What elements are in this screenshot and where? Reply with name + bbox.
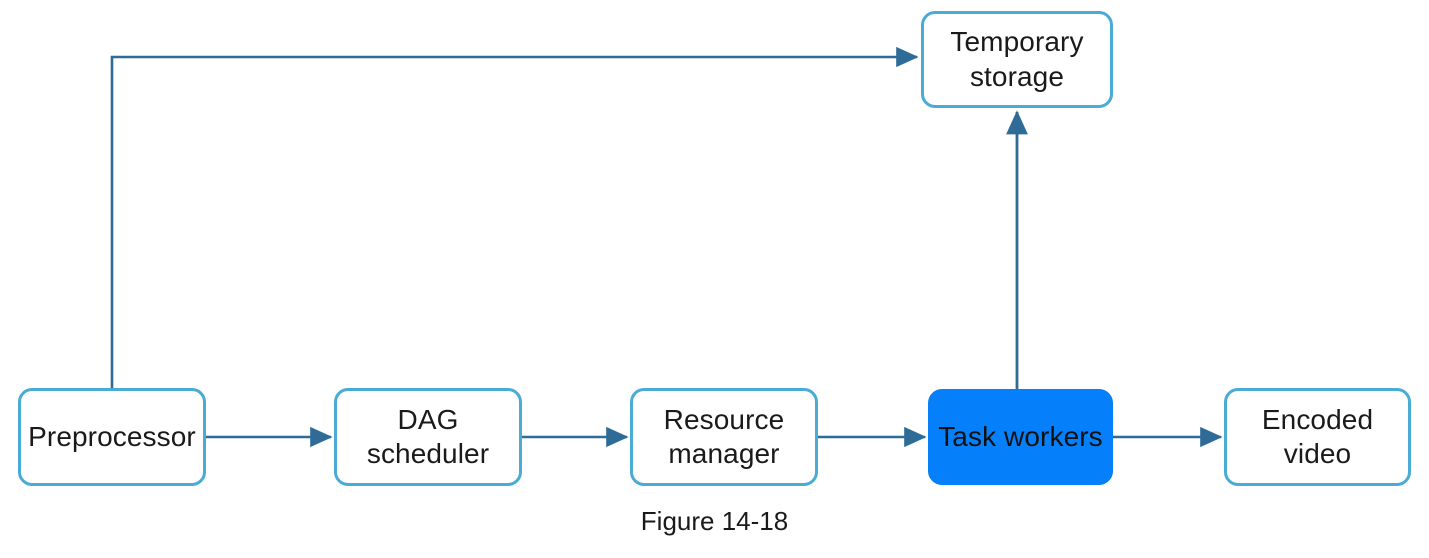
node-task-workers-label: Task workers bbox=[938, 420, 1103, 452]
node-resource-manager[interactable]: Resource manager bbox=[630, 388, 818, 486]
node-resource-manager-label: Resource manager bbox=[663, 403, 785, 469]
figure-caption: Figure 14-18 bbox=[640, 506, 789, 536]
node-dag-scheduler[interactable]: DAG scheduler bbox=[334, 388, 522, 486]
node-encoded-video-label: Encoded video bbox=[1261, 403, 1374, 469]
edge-preprocessor-to-temporary-storage bbox=[110, 46, 919, 388]
node-task-workers[interactable]: Task workers bbox=[928, 389, 1113, 485]
node-preprocessor-label: Preprocessor bbox=[28, 420, 196, 452]
node-temporary-storage-label: Temporary storage bbox=[950, 26, 1084, 92]
node-preprocessor[interactable]: Preprocessor bbox=[18, 388, 206, 486]
node-dag-scheduler-label: DAG scheduler bbox=[366, 403, 490, 469]
node-encoded-video[interactable]: Encoded video bbox=[1224, 388, 1411, 486]
node-temporary-storage[interactable]: Temporary storage bbox=[921, 11, 1113, 108]
